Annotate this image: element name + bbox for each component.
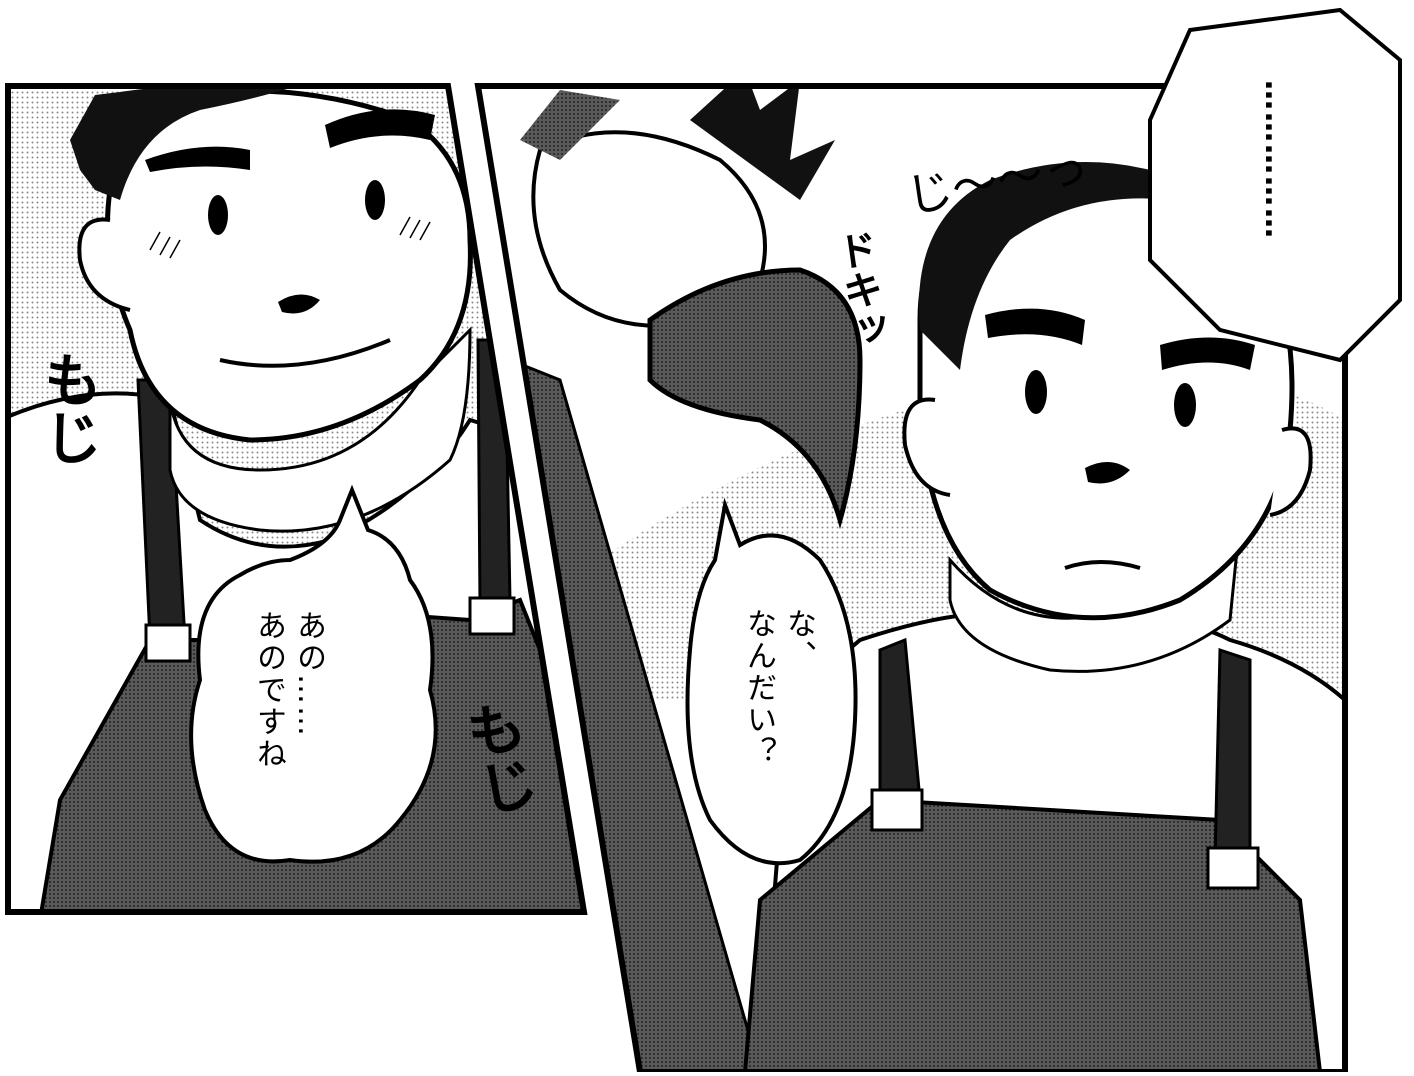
speech-bubble-right [685,497,858,866]
thought-bubble [1148,7,1402,363]
speech-left-line-2: あのですね [251,610,286,770]
speech-right-line-2: なんだい？ [741,608,776,768]
speech-left-line-1: あの…… [291,610,326,738]
speech-right-text: な、なんだい？ [738,608,818,768]
thought-ellipsis: …………… [1258,80,1293,240]
speech-left-text: あの……あのですね [248,610,328,770]
speech-right-line-1: な、 [781,608,816,672]
sfx-moji-left: もじ [34,350,102,466]
speech-bubble-left [189,484,438,864]
